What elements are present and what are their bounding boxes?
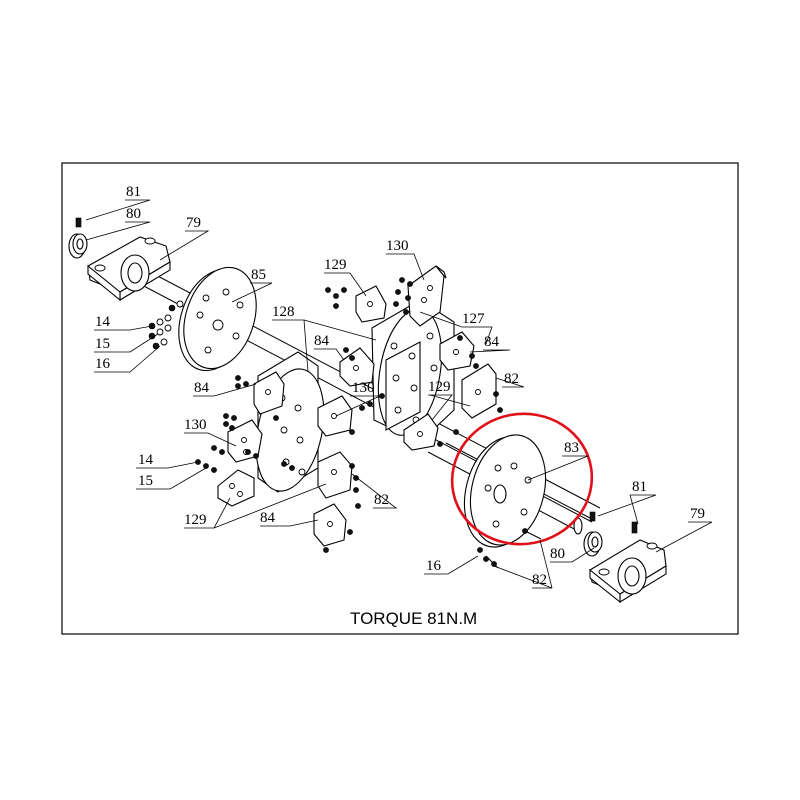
diagram-frame: [61, 162, 739, 635]
blade-130-upper: [407, 265, 447, 327]
callout-130-top: 130: [386, 238, 409, 254]
blade-holder-right-plate: [371, 299, 455, 443]
callout-85: 85: [251, 267, 266, 283]
callout-79-right: 79: [690, 506, 705, 522]
blade-129-right: [461, 363, 497, 419]
callout-14-upper: 14: [95, 314, 111, 330]
right-set-screw-a: [589, 511, 596, 522]
highlight-circle: [450, 412, 594, 546]
callout-16-lower: 16: [426, 558, 442, 574]
bolt-cluster-center: [195, 277, 503, 553]
callout-128: 128: [272, 304, 295, 320]
callout-14-lower: 14: [138, 452, 154, 468]
callout-129-top: 129: [324, 257, 347, 273]
right-set-screw-b: [631, 521, 638, 534]
left-bearing-insert: [68, 233, 88, 259]
flange-disc-83: [463, 434, 547, 548]
callout-127: 127: [462, 311, 485, 327]
callout-129-right: 129: [428, 379, 451, 395]
callout-81-right: 81: [632, 479, 647, 495]
right-pillow-block-bearing: [589, 539, 667, 604]
callout-129-lower: 129: [184, 512, 207, 528]
flange-disc-85: [178, 266, 257, 372]
blade-84-upper-right: [439, 331, 475, 371]
callout-79-left: 79: [186, 215, 201, 231]
callout-130-lower: 130: [184, 417, 207, 433]
blade-129-upper: [355, 285, 387, 323]
callout-80-right: 80: [550, 546, 565, 562]
callout-80-left: 80: [126, 206, 141, 222]
torque-caption: TORQUE 81N.M: [350, 609, 477, 628]
callout-15-lower: 15: [138, 473, 153, 489]
blade-129-lower: [403, 413, 439, 451]
callout-labels: 81 80 79 85 14 15 16 84 128 84 129 130 1…: [95, 184, 705, 588]
left-pillow-block-bearing: [87, 236, 171, 302]
blade-82-lower-bracket: [317, 451, 353, 499]
blade-84-left: [253, 371, 285, 415]
right-bearing-insert: [583, 531, 603, 557]
callout-82-lower: 82: [374, 492, 389, 508]
callout-82-right: 82: [504, 371, 519, 387]
callout-84-left: 84: [194, 380, 210, 396]
callout-83: 83: [564, 440, 579, 456]
callout-81-left: 81: [126, 184, 141, 200]
callout-84-right: 84: [484, 334, 500, 350]
callout-84-lower: 84: [260, 510, 276, 526]
callout-84-middle: 84: [314, 333, 330, 349]
callout-16-upper: 16: [95, 356, 111, 372]
leader-lines: [85, 199, 713, 589]
callout-15-upper: 15: [95, 336, 110, 352]
callout-82-bottom: 82: [532, 572, 547, 588]
blade-84-lower: [313, 503, 347, 547]
blade-84-middle: [339, 347, 375, 387]
left-set-screw: [75, 217, 82, 228]
callout-130-middle: 130: [352, 380, 375, 396]
hardware-stack-14-15-16-upper: [148, 300, 184, 350]
disc-83-bolts: [477, 528, 542, 569]
blade-129-lower-left: [217, 469, 255, 507]
